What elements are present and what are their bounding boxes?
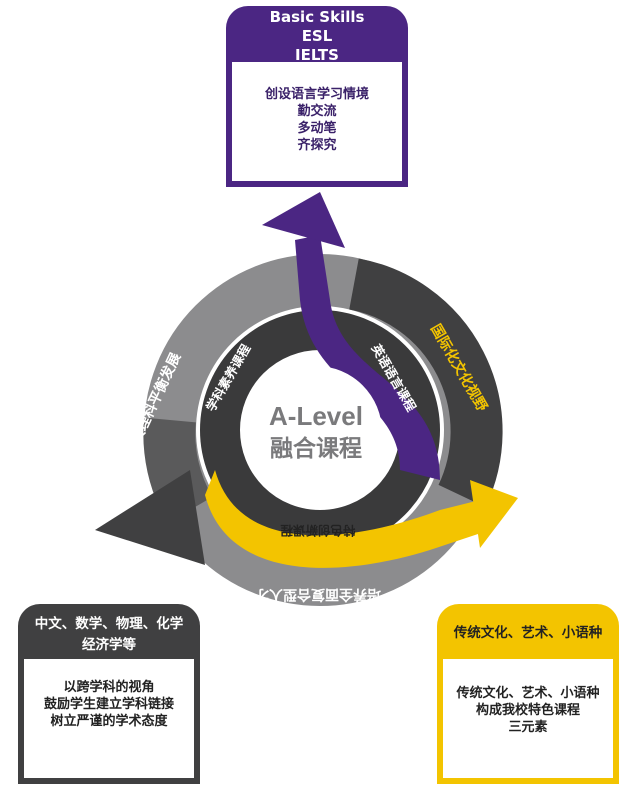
yellow-arrow-body bbox=[205, 470, 490, 568]
center-circle bbox=[250, 366, 382, 498]
subject-body-line: 以跨学科的视角 bbox=[63, 680, 155, 695]
esl-body-line: 创设语言学习情境 bbox=[264, 87, 369, 102]
subject-header-line: 经济学等 bbox=[82, 637, 136, 653]
subject-box-header: 中文、数学、物理、化学 经济学等 bbox=[18, 604, 200, 656]
purple-arrow-head bbox=[262, 192, 345, 248]
culture-box: 传统文化、艺术、小语种 传统文化、艺术、小语种 构成我校特色课程 三元素 bbox=[437, 604, 619, 784]
esl-header-line: Basic Skills bbox=[269, 8, 365, 26]
subject-body-line: 树立严谨的学术态度 bbox=[50, 714, 168, 729]
esl-header-line: IELTS bbox=[295, 46, 339, 64]
culture-body-line: 三元素 bbox=[508, 720, 548, 735]
yellow-arrow-head bbox=[470, 480, 518, 548]
subject-header-line: 中文、数学、物理、化学 bbox=[34, 616, 184, 632]
purple-arrow-body bbox=[295, 235, 440, 480]
label-outer-bottom: 培养全面复合型人才 bbox=[255, 586, 381, 603]
culture-box-body: 传统文化、艺术、小语种 构成我校特色课程 三元素 bbox=[443, 659, 613, 778]
center-subtitle: 融合课程 bbox=[270, 435, 362, 462]
esl-box-header: Basic Skills ESL IELTS bbox=[226, 6, 408, 65]
esl-box: Basic Skills ESL IELTS 创设语言学习情境 勤交流 多动笔 … bbox=[226, 6, 408, 187]
culture-body-line: 传统文化、艺术、小语种 bbox=[456, 686, 600, 701]
esl-body-line: 齐探究 bbox=[297, 138, 337, 153]
culture-header-line: 传统文化、艺术、小语种 bbox=[453, 625, 603, 641]
esl-header-line: ESL bbox=[301, 27, 333, 45]
esl-body-line: 勤交流 bbox=[297, 104, 337, 119]
left-arrow-head bbox=[95, 470, 205, 565]
subject-box: 中文、数学、物理、化学 经济学等 以跨学科的视角 鼓励学生建立学科链接 树立严谨… bbox=[18, 604, 200, 784]
culture-body-line: 构成我校特色课程 bbox=[475, 703, 580, 718]
esl-body-line: 多动笔 bbox=[297, 121, 337, 136]
label-inner-bottom: 特色创新课程 bbox=[280, 523, 356, 538]
subject-box-body: 以跨学科的视角 鼓励学生建立学科链接 树立严谨的学术态度 bbox=[24, 659, 194, 778]
outer-ring-dark-section bbox=[348, 258, 503, 508]
subject-body-line: 鼓励学生建立学科链接 bbox=[43, 697, 174, 712]
culture-box-header: 传统文化、艺术、小语种 bbox=[437, 604, 619, 643]
center-title: A-Level bbox=[269, 401, 363, 431]
esl-box-body: 创设语言学习情境 勤交流 多动笔 齐探究 bbox=[232, 62, 402, 181]
